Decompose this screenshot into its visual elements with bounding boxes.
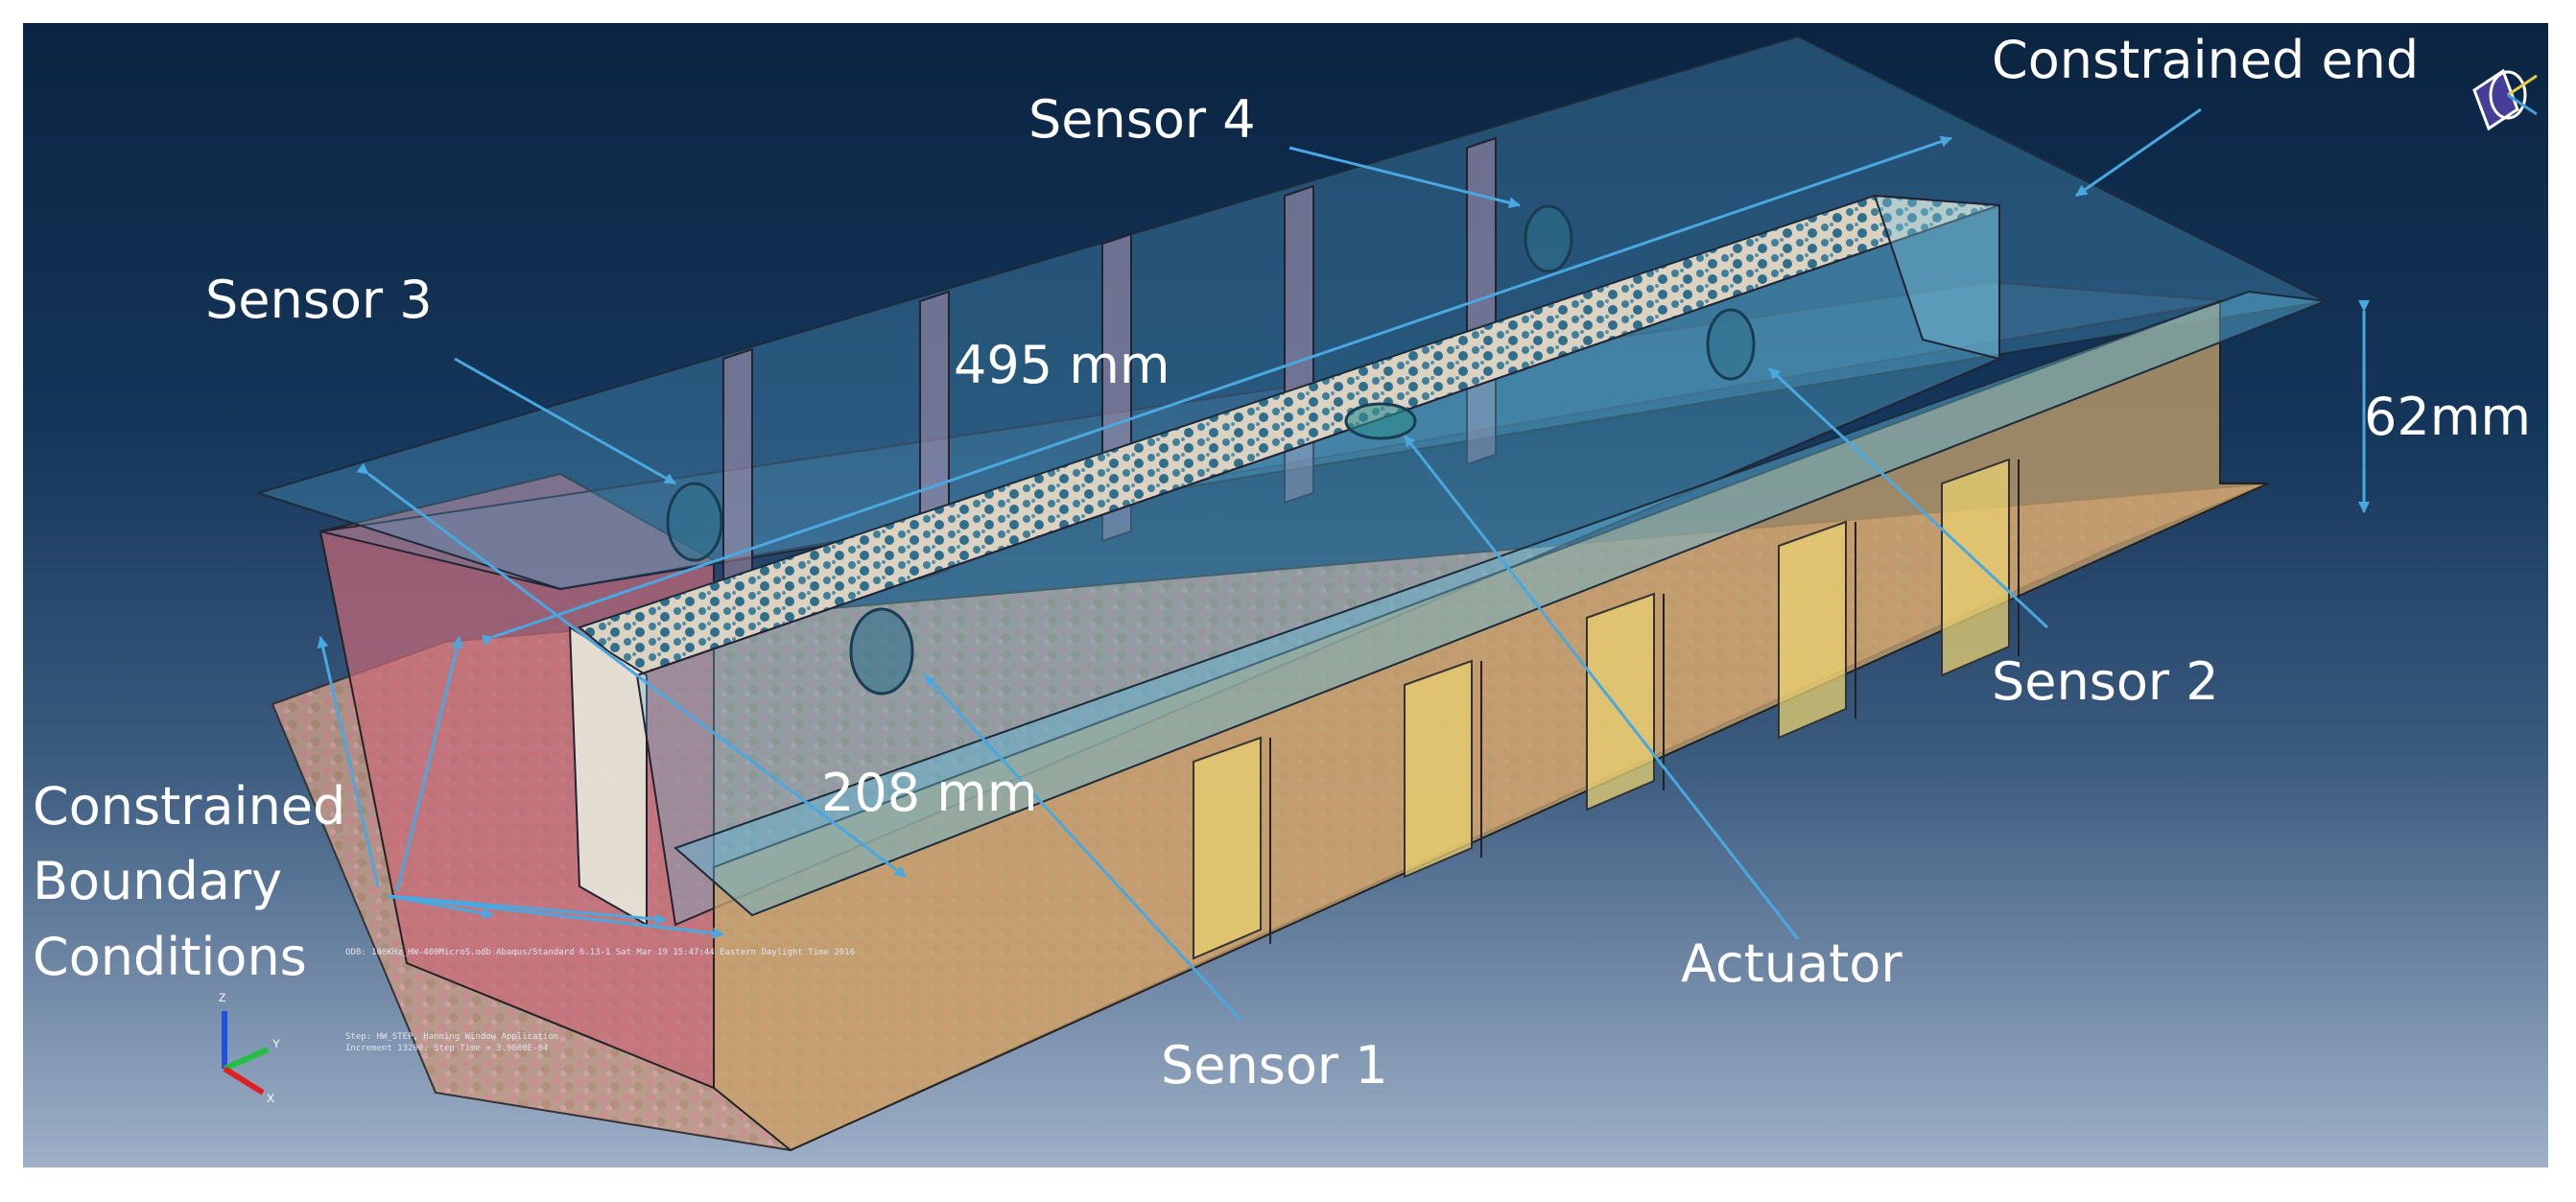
coordinate-triad bbox=[222, 1011, 270, 1096]
sensor-4-disc bbox=[1524, 204, 1573, 273]
triad-z: Z bbox=[219, 991, 225, 1004]
cap-left-wall bbox=[568, 625, 648, 927]
triad-x: X bbox=[267, 1092, 274, 1105]
sensor-3-disc bbox=[666, 482, 723, 562]
label-sensor-4: Sensor 4 bbox=[1028, 89, 1256, 150]
structure-diagram: Z Y X bbox=[219, 35, 2538, 1152]
sensor-1-disc bbox=[849, 607, 914, 695]
boundary-line-3: Conditions bbox=[33, 926, 307, 987]
viewport-step-info: Step: HW_STEP, Hanning Window Applicatio… bbox=[345, 1032, 559, 1042]
abaqus-viewport: Z Y X Constrained end Sensor 4 Sensor 3 … bbox=[23, 23, 2548, 1167]
sensor-2-disc bbox=[1706, 308, 1756, 381]
label-constrained-boundary-conditions: Constrained Boundary Conditions bbox=[33, 769, 378, 995]
leader-arrows bbox=[317, 107, 2370, 1023]
boundary-line-1: Constrained bbox=[33, 776, 346, 837]
label-dim-length: 495 mm bbox=[954, 335, 1170, 395]
label-dim-width: 208 mm bbox=[821, 763, 1038, 823]
label-sensor-2: Sensor 2 bbox=[1992, 651, 2219, 712]
label-dim-height: 62mm bbox=[2364, 387, 2531, 447]
label-actuator: Actuator bbox=[1681, 933, 1902, 994]
actuator-disc bbox=[1344, 402, 1417, 440]
label-constrained-end: Constrained end bbox=[1992, 30, 2420, 90]
viewport-increment-info: Increment 13200: Step Time = 3.9600E-04 bbox=[345, 1044, 549, 1053]
label-sensor-3: Sensor 3 bbox=[205, 270, 433, 330]
triad-y: Y bbox=[272, 1037, 280, 1050]
viewport-odb-info: ODB: 100KHz_HW-400MicroS.odb Abaqus/Stan… bbox=[345, 948, 856, 957]
view-orientation-icon bbox=[2472, 68, 2538, 131]
label-sensor-1: Sensor 1 bbox=[1161, 1035, 1388, 1096]
boundary-line-2: Boundary bbox=[33, 851, 283, 912]
